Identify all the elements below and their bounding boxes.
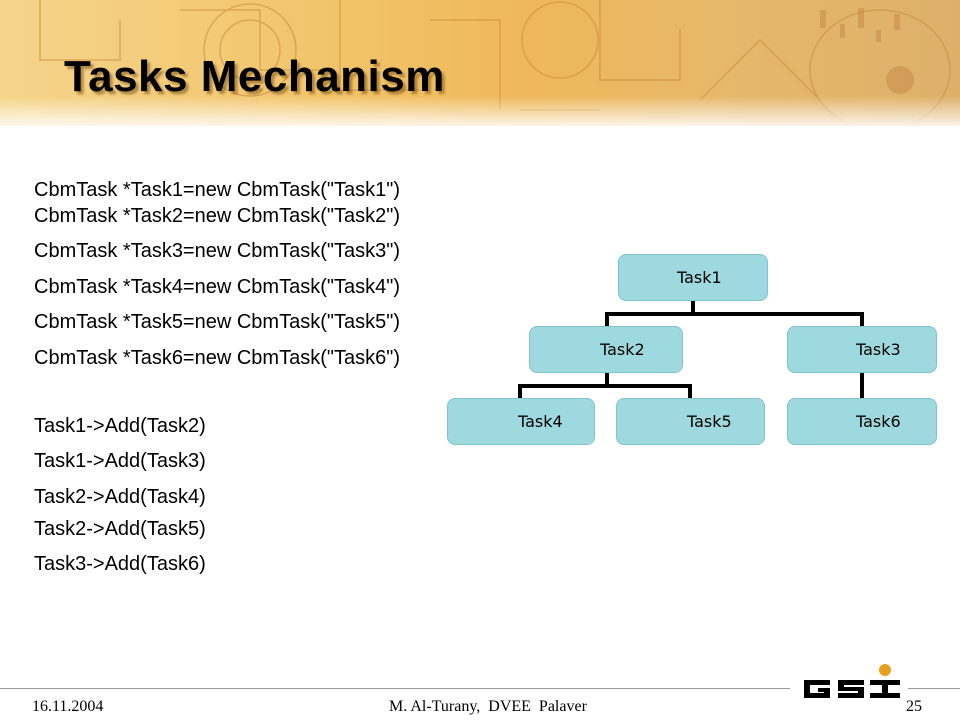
add-line: Task2->Add(Task4)	[34, 486, 206, 508]
connector-task1-children	[605, 298, 864, 328]
banner-fade	[0, 96, 960, 126]
node-task3: Task3	[787, 326, 937, 373]
declaration-line: CbmTask *Task3=new CbmTask("Task3")	[34, 240, 400, 262]
add-line: Task1->Add(Task2)	[34, 415, 206, 437]
gsi-logo-dot	[879, 664, 891, 676]
footer-date: 16.11.2004	[32, 698, 104, 715]
node-label: Task6	[856, 412, 901, 431]
declaration-line: CbmTask *Task2=new CbmTask("Task2")	[34, 205, 400, 227]
node-label: Task5	[687, 412, 732, 431]
add-line: Task1->Add(Task3)	[34, 450, 206, 472]
node-label: Task3	[856, 340, 901, 359]
add-line: Task3->Add(Task6)	[34, 553, 206, 575]
declaration-line: CbmTask *Task6=new CbmTask("Task6")	[34, 347, 400, 369]
node-task6: Task6	[787, 398, 937, 445]
node-task1: Task1	[618, 254, 768, 301]
declaration-line: CbmTask *Task1=new CbmTask("Task1")	[34, 179, 400, 201]
node-task2: Task2	[529, 326, 683, 373]
gsi-logo	[804, 664, 900, 698]
footer-rule	[908, 688, 960, 689]
node-label: Task2	[600, 340, 645, 359]
node-task5: Task5	[616, 398, 765, 445]
connector-task2-children	[518, 370, 692, 400]
page-number: 25	[906, 698, 922, 715]
footer-rule	[0, 688, 790, 689]
node-label: Task1	[677, 268, 722, 287]
add-line: Task2->Add(Task5)	[34, 518, 206, 540]
declaration-line: CbmTask *Task5=new CbmTask("Task5")	[34, 311, 400, 333]
footer-author: M. Al-Turany, DVEE Palaver	[389, 698, 587, 715]
slide-title: Tasks Mechanism	[64, 52, 445, 101]
title-banner: Tasks Mechanism	[0, 0, 960, 126]
node-task4: Task4	[447, 398, 595, 445]
node-label: Task4	[518, 412, 563, 431]
declaration-line: CbmTask *Task4=new CbmTask("Task4")	[34, 276, 400, 298]
